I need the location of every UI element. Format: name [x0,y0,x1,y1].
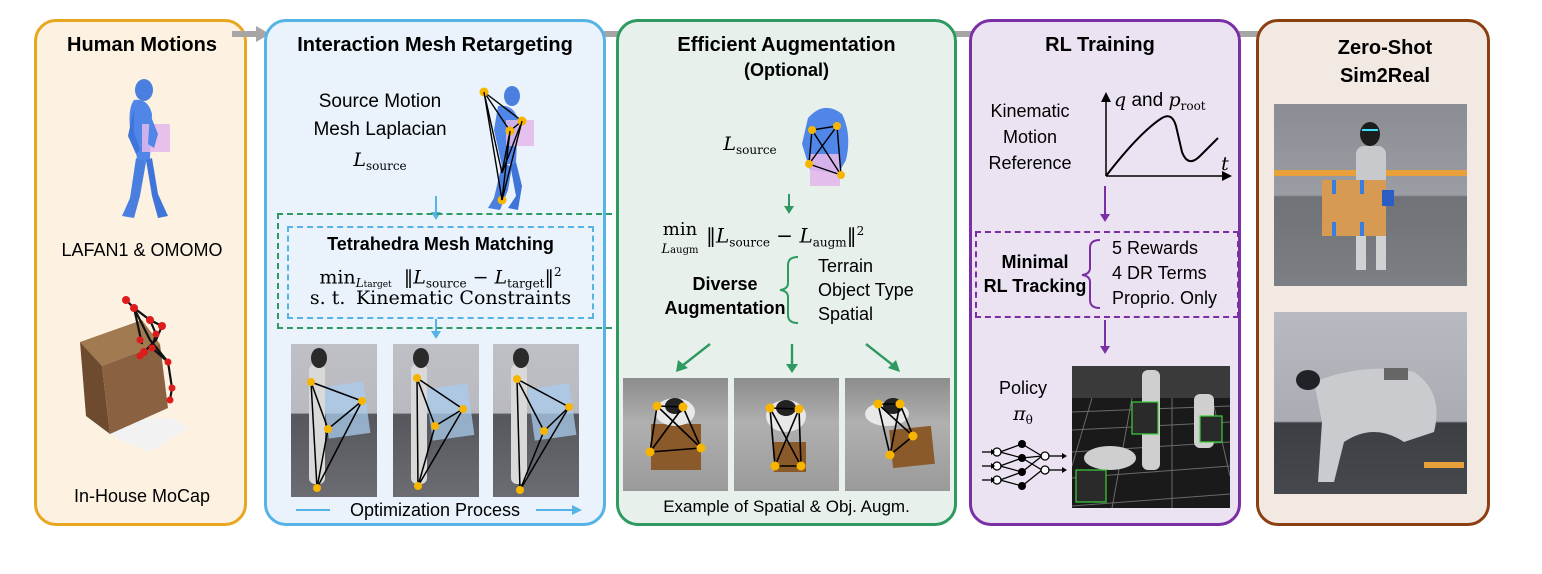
tracking-item-proprio: Proprio. Only [1112,288,1218,308]
optimization-process-arrow [296,505,582,515]
reference-plot [1101,92,1232,181]
gray-right-arrow-icon [232,26,270,42]
source-motion-label: Source Motion Mesh Laplacian Lsource [300,88,460,180]
augmentation-title: Efficient Augmentation [677,34,896,56]
l-source-symbol: Lsource [353,149,407,173]
human-mesh-figure [122,79,170,218]
real-robot-fall-photo [1274,312,1467,494]
augm-example-label: Example of Spatial & Obj. Augm. [663,497,910,516]
minimal-rl-tracking-label: Minimal RL Tracking [983,252,1087,296]
l-source-symbol: Lsource [723,133,777,157]
minimal-rl-tracking-box [975,231,1239,318]
source-motion-line2: Mesh Laplacian [313,119,447,140]
retargeting-objective: minLtarget ‖Lsource − Ltarget‖2 [319,265,562,291]
augm-example-frame-3 [845,378,950,491]
augment-source-figure [802,107,849,186]
plot-x-label: t [1221,153,1229,175]
green-down-arrow-icon [784,194,794,214]
augm-min-operator: min Laugm [661,219,699,258]
human-motions-title: Human Motions [67,34,217,56]
augmentation-subtitle: (Optional) [744,60,829,80]
panel-rl-training [969,19,1241,526]
source-motion-line1: Source Motion [318,91,442,112]
real-robot-carry-photo [1274,104,1467,286]
rl-training-title: RL Training [1045,34,1155,56]
green-fanout-arrows [676,343,900,373]
blue-down-arrow-icon [431,319,441,339]
kinematic-constraints: s. t. Kinematic Constraints [309,287,572,309]
tracking-item-rewards: 5 Rewards [1112,238,1199,258]
augm-example-frame-1 [623,378,728,491]
purple-down-arrow-icon [1100,186,1110,222]
policy-label: Policy [998,378,1047,398]
plot-y-label: q and proot [1114,89,1206,113]
dataset-label: LAFAN1 & OMOMO [61,240,223,260]
tetrahedra-matching-box [287,226,594,319]
augm-objective: ‖Lsource − Laugm‖2 [706,223,865,250]
retarget-frame-3 [493,344,579,497]
diverse-augmentation-label: Diverse Augmentation [664,274,786,318]
option-object-type: Object Type [818,280,914,300]
tracking-items: 5 Rewards 4 DR Terms Proprio. Only [1112,236,1217,311]
mocap-skeleton-figure [80,296,188,452]
optimization-process-label: Optimization Process [349,500,521,520]
purple-down-arrow-icon [1100,320,1110,354]
retarget-frame-1 [291,344,377,497]
source-mesh-figure [479,86,534,210]
policy-symbol: πθ [1013,403,1033,427]
sim2real-title: Zero-Shot Sim2Real [1337,37,1433,87]
option-spatial: Spatial [818,304,874,324]
brace-icon [1081,239,1101,309]
retarget-frame-2 [393,344,479,497]
tetrahedra-matching-title: Tetrahedra Mesh Matching [327,234,554,254]
retargeting-title: Interaction Mesh Retargeting [297,34,573,56]
tracking-item-dr-terms: 4 DR Terms [1112,263,1207,283]
mocap-label: In-House MoCap [73,486,211,506]
neural-network-icon [982,440,1067,490]
brace-icon [779,256,799,324]
augm-example-frame-2 [734,378,839,491]
plot-curve [1105,115,1219,177]
augmentation-options: Terrain Object Type Spatial [818,254,914,326]
kinematic-reference-label: Kinematic Motion Reference [988,101,1072,173]
option-terrain: Terrain [818,256,874,276]
sim-policy-image [1072,366,1230,508]
